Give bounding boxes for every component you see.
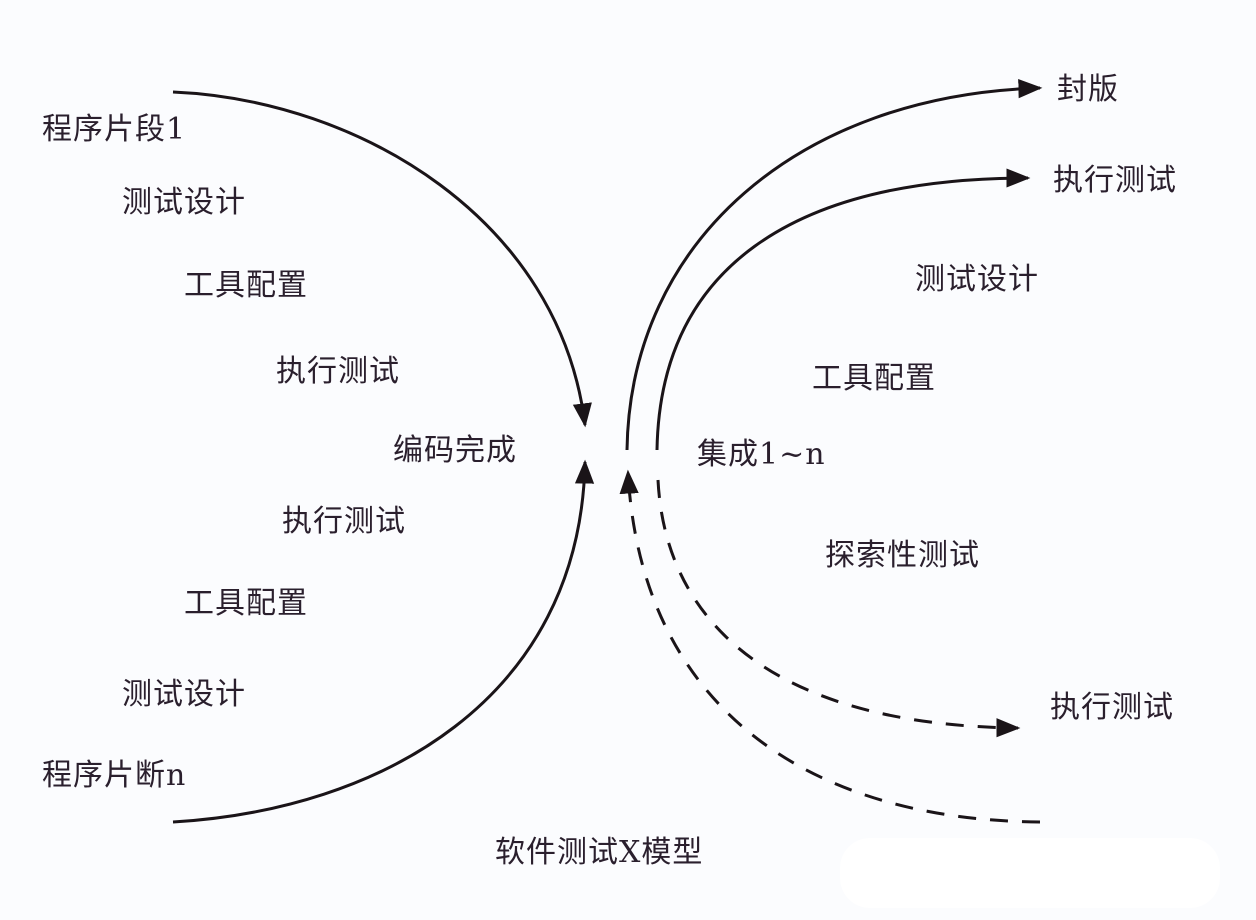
left-lower-step-2: 工具配置 xyxy=(184,586,308,621)
left-upper-step-1: 测试设计 xyxy=(122,185,246,220)
right-step-1: 测试设计 xyxy=(915,262,1039,297)
right-execute-bottom-label: 执行测试 xyxy=(1050,690,1174,725)
right-step-2: 工具配置 xyxy=(812,361,936,396)
right-exploratory-label: 探索性测试 xyxy=(825,538,980,573)
right-execute-top-arrow xyxy=(655,168,1031,451)
right-execute-top-label: 执行测试 xyxy=(1053,163,1177,198)
diagram-title: 软件测试X模型 xyxy=(495,835,704,870)
center-label: 编码完成 xyxy=(393,433,517,468)
right-feedback-dashed-arrow xyxy=(619,469,1041,824)
left-upper-step-2: 工具配置 xyxy=(184,268,308,303)
erased-region xyxy=(840,838,1220,908)
right-release-arrow xyxy=(625,79,1043,451)
right-integration-label: 集成1~n xyxy=(697,437,826,472)
left-bottom-label: 程序片断n xyxy=(42,758,187,793)
left-upper-arrow xyxy=(172,90,592,428)
left-lower-step-3: 测试设计 xyxy=(122,677,246,712)
left-lower-step-1: 执行测试 xyxy=(282,504,406,539)
left-upper-step-3: 执行测试 xyxy=(276,354,400,389)
right-execute-bottom-dashed-arrow xyxy=(656,479,1021,738)
left-lower-arrow xyxy=(172,459,595,824)
left-top-label: 程序片段1 xyxy=(42,112,187,147)
right-release-label: 封版 xyxy=(1057,72,1119,107)
